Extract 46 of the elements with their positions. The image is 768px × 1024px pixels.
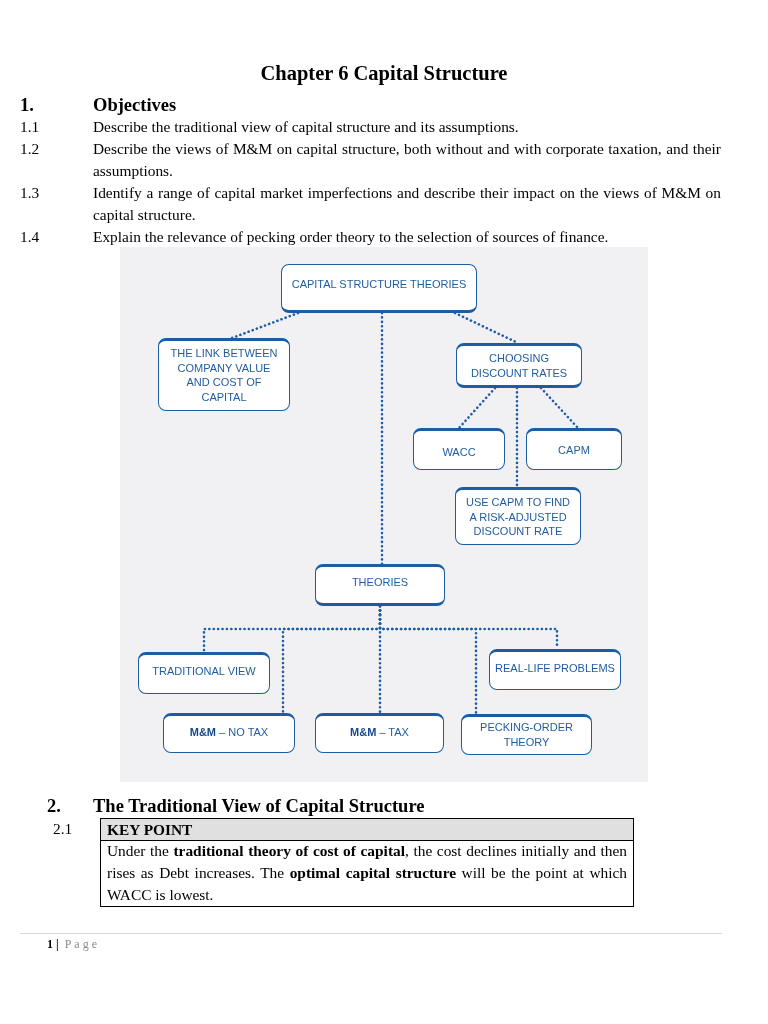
topic-box bbox=[526, 428, 622, 470]
box-label: THEORIES bbox=[351, 575, 409, 590]
box-label: CAPITAL STRUCTURE THEORIES bbox=[291, 277, 467, 292]
topic-box bbox=[489, 649, 621, 690]
item-number: 1.3 bbox=[20, 183, 40, 203]
dotted-connector bbox=[457, 386, 497, 430]
box-label: M&M – TAX bbox=[350, 725, 409, 740]
topic-box bbox=[461, 714, 592, 755]
page-footer: 1 | Page bbox=[47, 934, 100, 954]
topic-box bbox=[315, 713, 444, 753]
objective-text: Describe the traditional view of capital structure and its assumptions. bbox=[93, 117, 519, 137]
objective-text: Describe the views of M&M on capital structure, both without and with corporate taxation, and their assumptions. bbox=[93, 139, 721, 181]
topic-box bbox=[456, 343, 582, 388]
section-number: 2. bbox=[47, 795, 61, 817]
section-heading: Objectives bbox=[93, 94, 177, 116]
item-number: 2.1 bbox=[53, 819, 73, 839]
box-label: REAL-LIFE PROBLEMS bbox=[495, 661, 615, 676]
box-label: M&M – NO TAX bbox=[189, 725, 269, 740]
dotted-connector bbox=[539, 386, 580, 430]
section-number: 1. bbox=[20, 94, 34, 116]
box-label: CAPM bbox=[558, 443, 590, 458]
box-label: THE LINK BETWEEN COMPANY VALUE AND COST OF CAPITAL bbox=[169, 346, 279, 404]
topic-box bbox=[158, 338, 290, 411]
box-label: WACC bbox=[442, 445, 476, 460]
topic-box bbox=[413, 428, 505, 470]
dotted-connector bbox=[515, 386, 519, 489]
box-label: USE CAPM TO FIND A RISK-ADJUSTED DISCOUNT RATE bbox=[464, 495, 572, 539]
item-number: 1.2 bbox=[20, 139, 40, 159]
item-number: 1.4 bbox=[20, 227, 40, 247]
section-heading: The Traditional View of Capital Structure bbox=[93, 795, 425, 817]
objective-text: Identify a range of capital market imperfections and describe their impact on the views of M&M on capital structure. bbox=[93, 183, 721, 225]
box-label: CHOOSING DISCOUNT RATES bbox=[469, 351, 569, 380]
dotted-connector bbox=[380, 311, 384, 566]
topic-box bbox=[281, 264, 477, 313]
topic-box bbox=[163, 713, 295, 753]
key-point-header: KEY POINT bbox=[100, 818, 634, 841]
box-label: PECKING-ORDER THEORY bbox=[479, 720, 574, 749]
dotted-connector bbox=[230, 311, 300, 340]
key-point-text: Under the traditional theory of cost of capital, the cost declines initially and then rises as Debt increases. The optimal capital structure will be the point at which WACC is lowest. bbox=[100, 840, 634, 907]
topic-box bbox=[455, 487, 581, 545]
objective-text: Explain the relevance of pecking order theory to the selection of sources of finance. bbox=[93, 227, 609, 247]
item-number: 1.1 bbox=[20, 117, 40, 137]
box-label: TRADITIONAL VIEW bbox=[152, 664, 256, 679]
page-title: Chapter 6 Capital Structure bbox=[260, 62, 508, 84]
topic-box bbox=[138, 652, 270, 694]
topic-box bbox=[315, 564, 445, 606]
